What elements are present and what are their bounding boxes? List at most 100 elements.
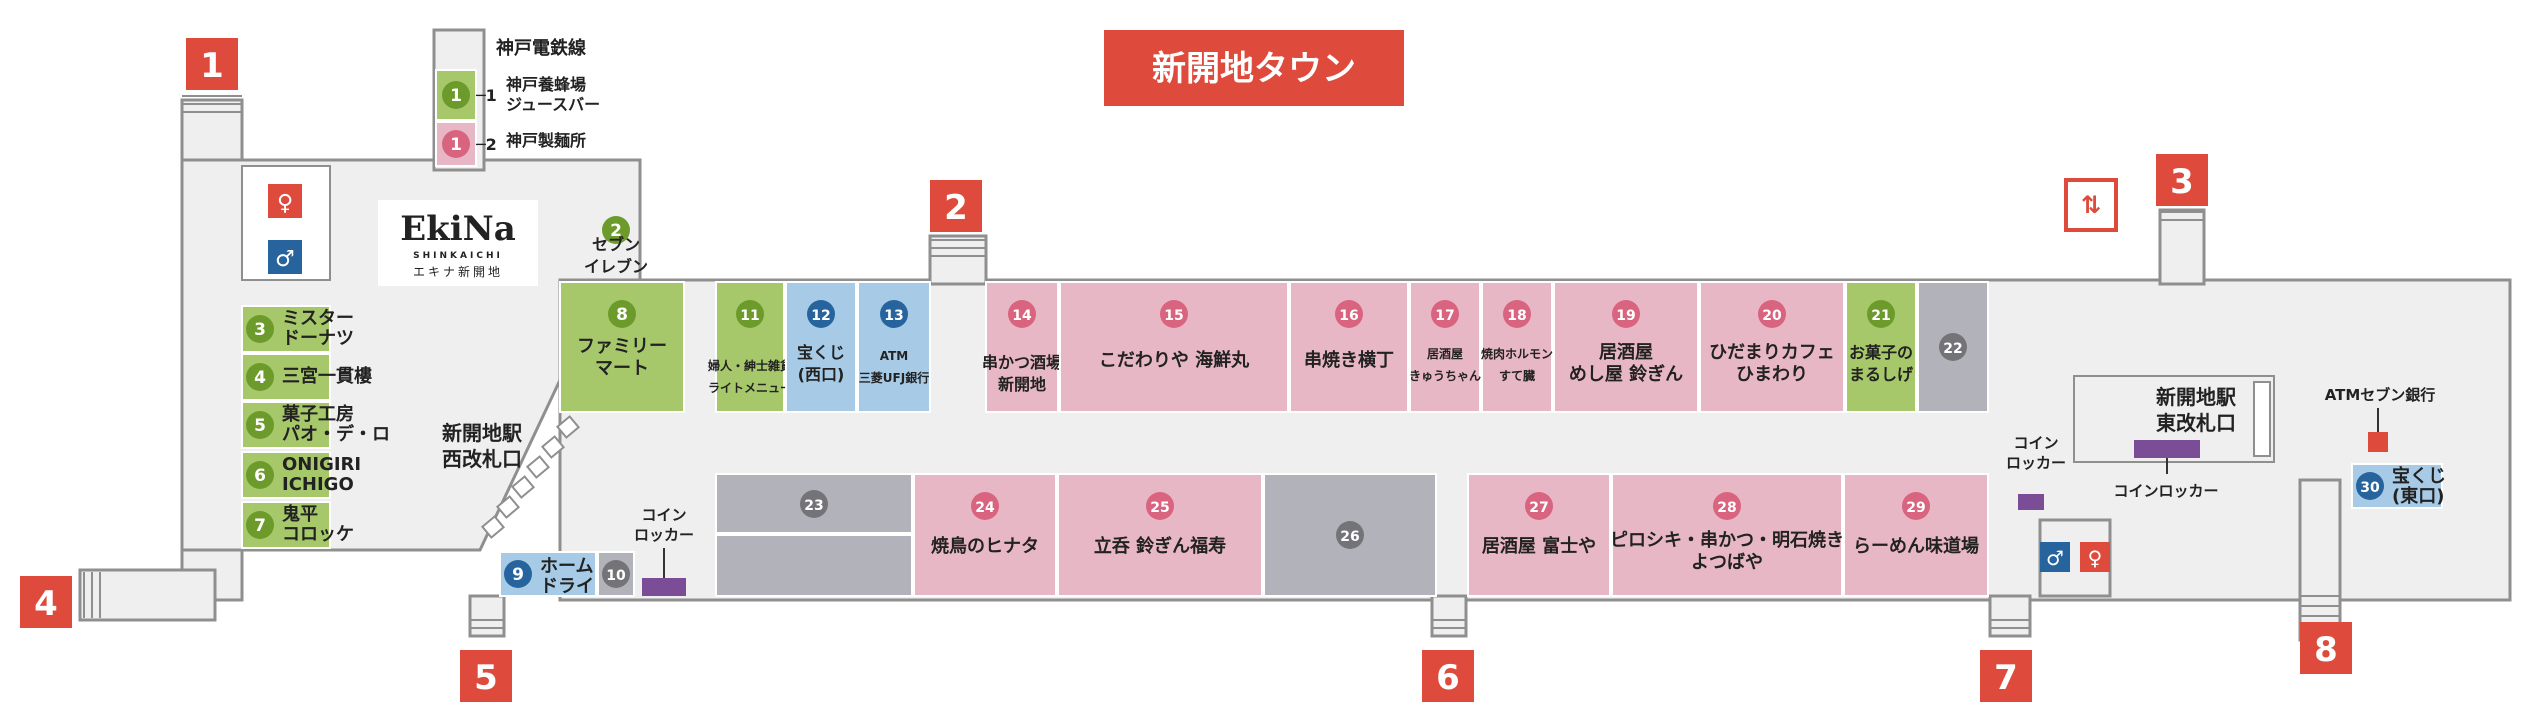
- shop-name: お菓子の: [1849, 343, 1913, 362]
- shop-10[interactable]: 10: [597, 551, 635, 597]
- corridor-exit-6: [1430, 594, 1468, 638]
- exit-4[interactable]: 4: [20, 576, 72, 628]
- exit-6[interactable]: 6: [1422, 650, 1474, 702]
- shop-number: 20: [1762, 308, 1782, 324]
- exit-5[interactable]: 5: [460, 650, 512, 702]
- elevator-glyph: ⇅: [2081, 191, 2101, 219]
- shop-name: 焼肉ホルモン: [1481, 346, 1553, 361]
- exit-3[interactable]: 3: [2156, 154, 2208, 206]
- shop-name: 三宮一貫樓: [282, 365, 372, 387]
- exit-number: 6: [1436, 658, 1460, 698]
- exit-1[interactable]: 1: [186, 38, 238, 90]
- shop-name: ファミリー: [577, 336, 667, 357]
- west-gate-label-2: 西改札口: [442, 447, 522, 471]
- shop-number-badge: [1758, 300, 1786, 328]
- logo-sub: SHINKAICHI: [413, 251, 503, 261]
- shop-number: 3: [254, 320, 266, 340]
- shop-number: 24: [975, 500, 995, 516]
- shop-name: めし屋 鈴ぎん: [1569, 363, 1683, 385]
- shop-name: こだわりや 海鮮丸: [1099, 349, 1250, 371]
- shop-number: 7: [254, 516, 266, 536]
- logo-box: [378, 200, 538, 286]
- toilet-female-east: [2080, 542, 2110, 572]
- shop-number-badge: [442, 130, 470, 158]
- shop-name: 神戸養蜂場: [506, 75, 586, 94]
- shop-block: [1263, 473, 1437, 597]
- shop-number: 18: [1507, 308, 1526, 324]
- exit-marker: [460, 650, 512, 702]
- shop-name: 菓子工房: [281, 403, 354, 425]
- shop-number: 10: [606, 568, 626, 584]
- west-gate-label-1: 新開地駅: [442, 421, 522, 445]
- shop-number-badge: [1008, 300, 1036, 328]
- corridor-exit-5: [468, 594, 506, 638]
- shop-block: [1057, 473, 1263, 597]
- shop-name: よつばや: [1691, 552, 1763, 573]
- shop-number: 16: [1339, 308, 1358, 324]
- shop-number-badge: [504, 560, 532, 588]
- shop-number: 25: [1150, 500, 1169, 516]
- exit-2[interactable]: 2: [930, 180, 982, 232]
- shop-name: 宝くじ: [2392, 465, 2446, 487]
- shop-number: 23: [804, 498, 823, 514]
- exit-7[interactable]: 7: [1980, 650, 2032, 702]
- shop-number-badge: [1525, 492, 1553, 520]
- shop-name: ジュースバー: [506, 95, 600, 114]
- shop-number: 1: [450, 135, 462, 155]
- shop-number-badge: [246, 461, 274, 489]
- shop-26[interactable]: 26: [1263, 473, 1437, 597]
- shop-block: [241, 353, 331, 401]
- shop-23[interactable]: 23: [715, 473, 913, 597]
- corridor-exit-8: [2298, 478, 2342, 642]
- shop-name: 串かつ酒場: [982, 353, 1062, 372]
- toilet-female-west: [268, 184, 302, 218]
- exit-marker: [1980, 650, 2032, 702]
- shop-number: 9: [512, 565, 524, 585]
- shop-number: 27: [1529, 500, 1548, 516]
- exit-8[interactable]: 8: [2300, 622, 2352, 674]
- logo-jp: エキナ新開地: [413, 264, 503, 279]
- shop-number-badge: [602, 216, 630, 244]
- shop-number-badge: [1867, 300, 1895, 328]
- page-title: 新開地タウン: [1152, 49, 1356, 89]
- shop-name: ひだまりカフェ: [1709, 342, 1835, 363]
- shop-name: ひまわり: [1736, 364, 1808, 385]
- shop-number-badge: [246, 511, 274, 539]
- shop-name: マート: [595, 358, 649, 379]
- exit-number: 1: [200, 46, 224, 86]
- shop-name: (東口): [2392, 485, 2444, 507]
- exit-marker: [1422, 650, 1474, 702]
- shop-name: 居酒屋: [1599, 341, 1653, 363]
- corridor-exit-3: [2158, 208, 2206, 286]
- shop-22[interactable]: 22: [1917, 281, 1989, 413]
